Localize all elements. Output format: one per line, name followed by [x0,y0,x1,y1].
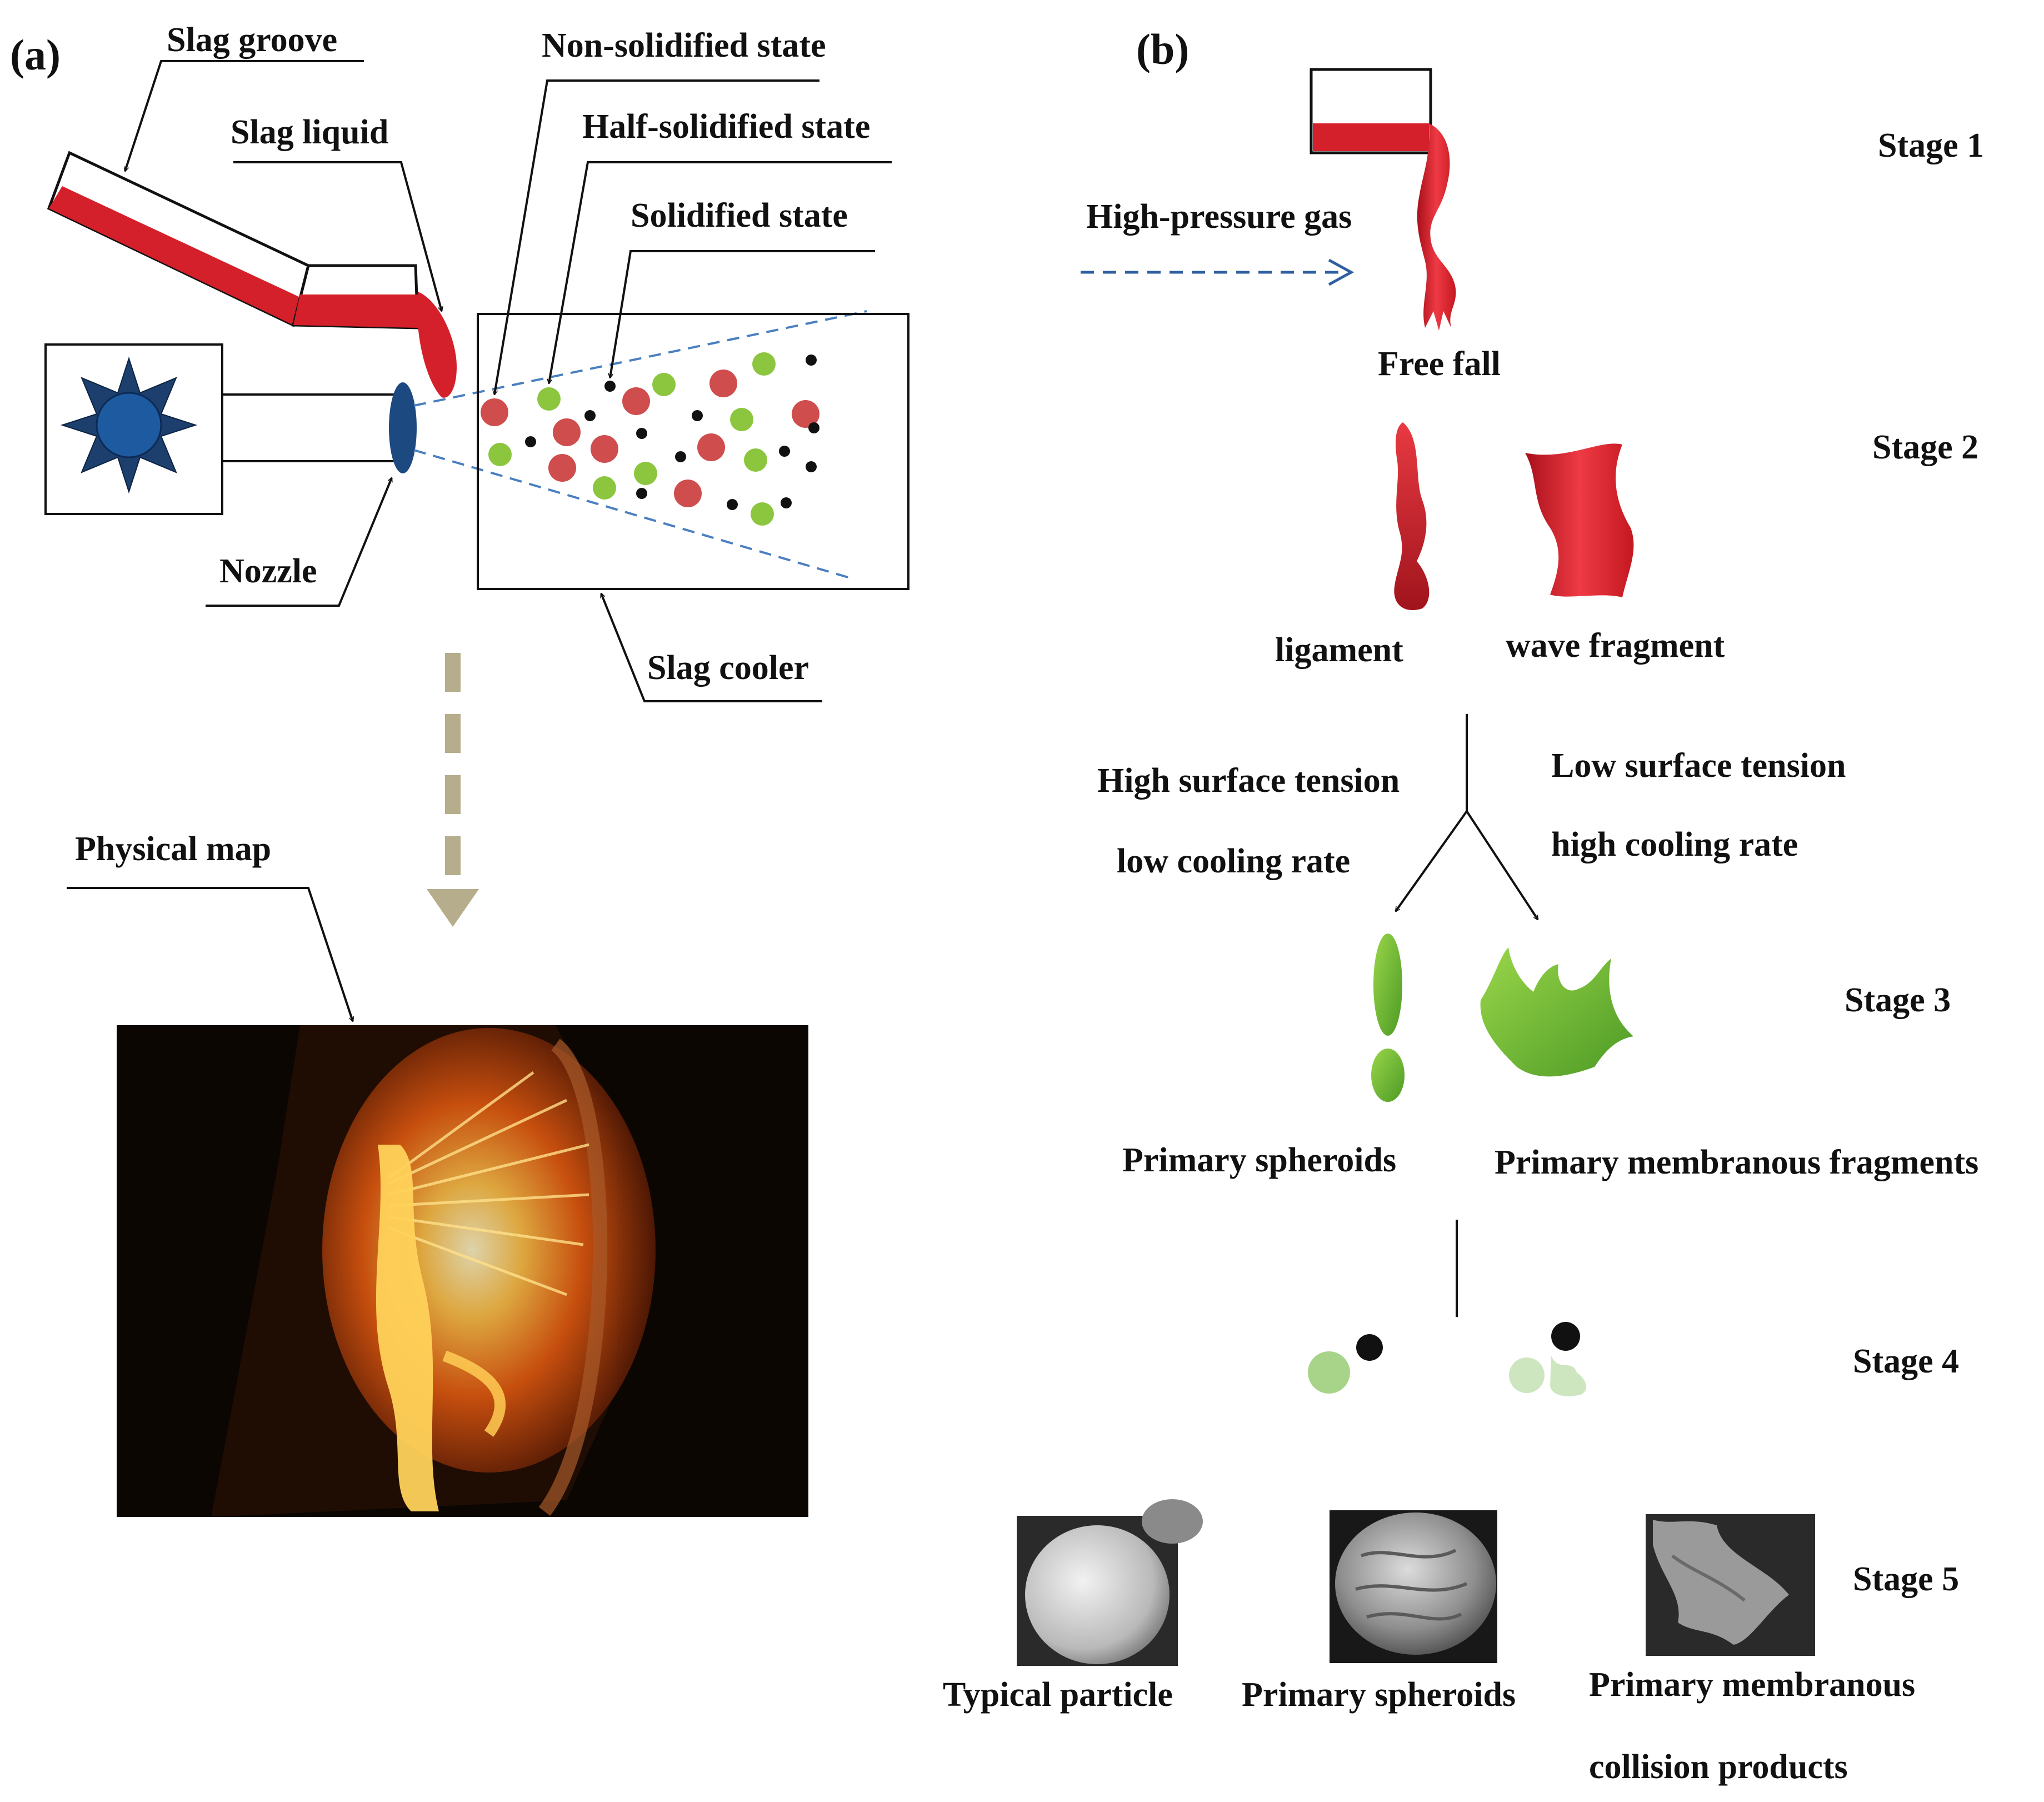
particle-black [636,488,647,499]
particle-green [488,443,512,466]
free-fall-label: Free fall [1378,345,1501,383]
ligament-shape [1394,422,1430,611]
slag-liquid-label: Slag liquid [231,113,388,151]
particle-black [727,499,738,510]
down-arrow-head [427,889,479,927]
stage4-particles [1308,1322,1587,1396]
particle-black [692,410,703,421]
spray-cone-top [413,310,867,407]
sem-photo-collision-products [1646,1514,1815,1656]
particle-black [675,451,686,462]
particle-black [525,436,536,447]
slag-liquid-drop [417,292,457,398]
wave-fragment-label: wave fragment [1506,627,1725,665]
stage-1-label: Stage 1 [1878,127,1984,164]
spray-particles [481,352,819,526]
particle-black [779,446,790,457]
particle-red [591,435,618,463]
low-tension-line1: Low surface tension [1551,747,1846,785]
sem-photo-typical-particle [1017,1499,1203,1666]
particle-red [622,387,650,415]
half-solidified-label: Half-solidified state [582,108,870,146]
particle-red [697,433,725,461]
high-tension-line2: low cooling rate [1117,842,1350,880]
free-fall-stream [1417,123,1456,331]
particle-green [652,373,676,396]
particle-green [744,448,767,472]
ligament-label: ligament [1275,631,1403,669]
slag-groove-leader [125,60,364,171]
wave-fragment-shape [1525,443,1634,597]
particle-black [781,497,792,508]
stage-2-label: Stage 2 [1872,428,1978,466]
spray-cone-bottom [413,449,851,579]
spheroid-elongated [1373,934,1402,1036]
photo-spheroids-label: Primary spheroids [1242,1676,1516,1714]
particle-red [548,454,576,482]
gas-arrow-head [1328,258,1355,286]
nozzle-label: Nozzle [219,552,317,590]
gas-source-star-icon [60,356,198,494]
collision-line2: collision products [1589,1748,1848,1786]
membranous-fragment-shape [1480,947,1633,1077]
panel-b-label: (b) [1136,25,1189,73]
typical-particle-label: Typical particle [943,1676,1173,1714]
slag-groove [47,151,419,330]
sem-photo-primary-spheroids [1330,1510,1497,1663]
nozzle-leader [206,478,393,607]
particle-green [537,387,561,411]
particle-red [674,480,702,507]
primary-spheroids-label: Primary spheroids [1122,1141,1396,1179]
panel-a-label: (a) [10,31,61,79]
non-solidified-label: Non-solidified state [542,27,826,64]
crucible-slag [1313,123,1429,151]
slag-groove-label: Slag groove [167,21,337,59]
particle-green [730,408,753,431]
nozzle [389,382,417,473]
particle-black [584,410,596,421]
high-tension-line1: High surface tension [1097,762,1400,800]
stage-3-label: Stage 3 [1845,981,1951,1019]
slag-cooler-box [477,313,909,590]
stage-5-label: Stage 5 [1853,1560,1959,1598]
stage-4-label: Stage 4 [1853,1342,1959,1380]
particle-black [636,428,647,439]
particle-red [481,398,508,426]
particle-green [752,352,776,376]
solidified-label: Solidified state [631,197,848,234]
particle-black [808,422,819,433]
slag-cooler-label: Slag cooler [647,649,809,687]
particle-black [806,461,817,472]
branch-right-arrow [1466,810,1539,920]
particle-red [553,418,581,446]
solidified-leader [610,250,875,378]
physical-map-label: Physical map [75,830,271,868]
particle-green [593,476,616,500]
spheroid-round [1371,1049,1405,1102]
particle-black [604,381,616,392]
collision-line1: Primary membranous [1589,1666,1915,1704]
gas-label: High-pressure gas [1086,198,1352,236]
physical-map-leader [67,887,353,1021]
particle-red [709,370,737,397]
slag-liquid-leader [233,161,442,311]
particle-black [806,355,817,366]
physical-map-photo [117,1025,808,1517]
half-solidified-leader [549,161,892,383]
membranous-fragments-label: Primary membranous fragments [1495,1144,1978,1181]
non-solidified-leader [494,79,819,395]
particle-green [751,502,774,526]
particle-red [792,400,819,428]
low-tension-line2: high cooling rate [1551,826,1798,863]
branch-left-arrow [1395,810,1468,911]
particle-green [634,462,657,485]
slag-cooler-leader [601,593,822,702]
